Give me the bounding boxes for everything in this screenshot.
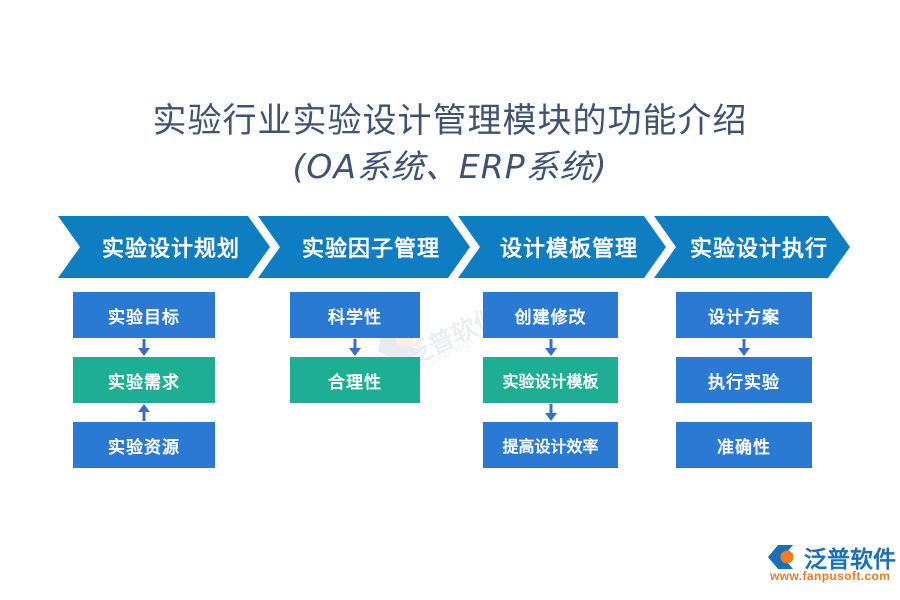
flow-box-c4-3[interactable]: 准确性	[676, 422, 812, 468]
stage-banner-label: 设计模板管理	[499, 237, 638, 262]
stage-banner-label: 实验设计执行	[689, 237, 828, 262]
flow-arrow-up-c1-2	[137, 404, 151, 421]
logo-url: www.fanpusoft.com	[770, 569, 891, 583]
flow-arrow-down-c4-1	[737, 339, 751, 356]
flow-box-c3-3[interactable]: 提高设计效率	[483, 422, 618, 468]
stage-banner-label: 实验因子管理	[301, 237, 440, 262]
flow-box-c4-1[interactable]: 设计方案	[676, 292, 812, 338]
flow-box-label: 科学性	[328, 307, 382, 328]
page-title: 实验行业实验设计管理模块的功能介绍 (OA系统、ERP系统)	[0, 98, 900, 190]
flow-box-label: 实验设计模板	[502, 372, 599, 391]
stage-banner-label: 实验设计规划	[101, 237, 240, 262]
flow-box-label: 实验目标	[108, 307, 180, 328]
flow-box-c2-1[interactable]: 科学性	[290, 292, 420, 338]
stage-banner-3[interactable]: 设计模板管理	[458, 216, 666, 278]
flow-box-label: 创建修改	[514, 307, 587, 328]
flow-box-c1-2[interactable]: 实验需求	[73, 357, 215, 403]
flow-arrow-down-c3-2	[544, 404, 558, 421]
flow-box-c3-2[interactable]: 实验设计模板	[483, 357, 618, 403]
flow-box-label: 实验资源	[108, 437, 180, 458]
flow-box-label: 提高设计效率	[502, 437, 599, 456]
flow-box-label: 准确性	[717, 437, 771, 458]
flow-arrow-down-c2-1	[348, 339, 362, 356]
stage-banner-4[interactable]: 实验设计执行	[654, 216, 850, 278]
flow-box-label: 合理性	[328, 372, 382, 393]
flow-box-c1-1[interactable]: 实验目标	[73, 292, 215, 338]
stage-banner-2[interactable]: 实验因子管理	[258, 216, 470, 278]
flow-box-c3-1[interactable]: 创建修改	[483, 292, 618, 338]
logo-text: 泛普软件	[804, 547, 896, 573]
flow-box-label: 执行实验	[708, 372, 780, 393]
title-line-secondary: (OA系统、ERP系统)	[292, 147, 608, 186]
stage-banner-1[interactable]: 实验设计规划	[58, 216, 270, 278]
flow-box-c1-3[interactable]: 实验资源	[73, 422, 215, 468]
flow-box-label: 实验需求	[108, 372, 180, 393]
flow-box-c4-2[interactable]: 执行实验	[676, 357, 812, 403]
flow-box-c2-2[interactable]: 合理性	[290, 357, 420, 403]
brand-logo[interactable]: 泛普软件 www.fanpusoft.com	[766, 540, 896, 586]
flow-box-label: 设计方案	[708, 307, 780, 328]
flow-arrow-down-c1-1	[137, 339, 151, 356]
title-line-primary: 实验行业实验设计管理模块的功能介绍	[152, 101, 748, 141]
logo-mark-icon	[768, 545, 794, 569]
flow-arrow-down-c3-1	[544, 339, 558, 356]
